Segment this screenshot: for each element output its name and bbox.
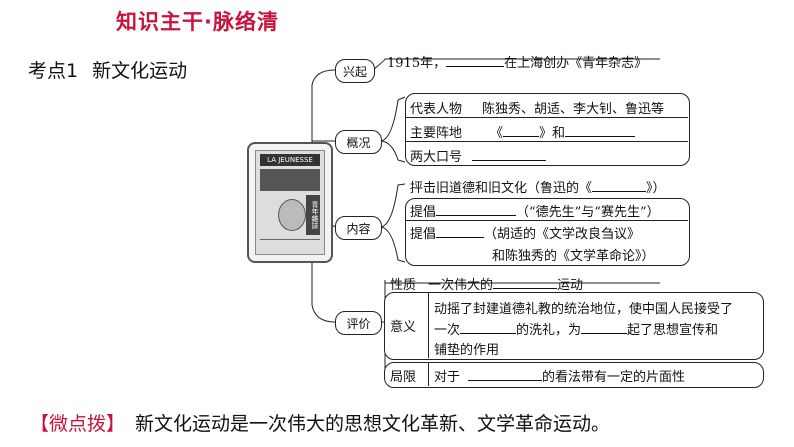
limit-pre: 对于 [434,370,461,385]
promote1-blank [436,203,517,216]
limit-post: 的看法带有一定的片面性 [542,370,686,385]
meaning-blank-1 [460,321,517,334]
meaning-c: 起了思想宣传和 [627,323,719,338]
limit-row: 对于 的看法带有一定的片面性 [434,366,685,385]
meaning-blank-2 [581,321,628,334]
base-open: 《 [490,126,504,141]
meaning-line1: 动摇了封建道德礼教的统治地位，使中国人民接受了 [434,302,734,317]
meaning-box [384,292,764,360]
promote1-text: （“德先生”与“赛先生”） [516,205,660,220]
nature-post: 运动 [557,278,584,293]
base-close: 》和 [539,126,566,141]
magazine-cover-image: LA JEUNESSE 青年雜誌 [247,142,333,263]
node-overview: 概况 [335,130,382,154]
meaning-line2: 一次 的洗礼，为 起了思想宣传和 [434,319,718,338]
rise-row: 1915年， 在上海创办《青年杂志》 [387,52,647,71]
divider [405,220,688,221]
content-promote2-line2: 和陈独秀的《文学革命论》） [492,249,655,264]
meaning-line3: 铺垫的作用 [434,343,500,358]
nature-label: 性质 [390,278,417,293]
divider [428,362,429,386]
divider [405,141,688,142]
attack-text: 抨击旧道德和旧文化（鲁迅的《 [410,181,593,196]
content-attack-row: 抨击旧道德和旧文化（鲁迅的《 》） [410,177,666,196]
content-promote2-row: 提倡 （胡适的《文学改良刍议》 [410,223,640,242]
base-label: 主要阵地 [410,126,463,141]
limit-box [384,362,764,388]
divider [428,292,429,358]
people-value: 陈独秀、胡适、李大钊、鲁迅等 [482,102,665,117]
attack-end: 》） [646,181,666,196]
cover-vertical-title: 青年雜誌 [306,195,320,235]
limit-blank [468,368,543,381]
rise-prefix: 1915年， [387,56,447,71]
tip-tag: 【微点拨】 [30,413,126,435]
content-promote1-row: 提倡 （“德先生”与“赛先生”） [410,201,660,220]
attack-blank [592,179,647,192]
promote1-label: 提倡 [410,205,437,220]
divider [405,117,688,118]
people-label: 代表人物 [410,102,463,117]
cover-banner: LA JEUNESSE [260,154,320,166]
nature-pre: 一次伟大的 [428,278,494,293]
topic-number: 考点1 [28,60,79,82]
node-content: 内容 [335,216,382,240]
base-blank-1 [503,124,540,137]
meaning-label: 意义 [390,320,417,335]
meaning-a: 一次 [434,323,461,338]
topic-name: 新文化运动 [92,60,188,82]
promote2-blank [436,225,485,238]
nature-blank [493,276,558,289]
nature-row: 性质一次伟大的 运动 [390,274,583,293]
micro-tip: 【微点拨】新文化运动是一次伟大的思想文化革新、文学革命运动。 [30,409,610,436]
rise-blank [446,54,505,67]
slogan-blank [472,148,547,161]
slogan-label: 两大口号 [410,150,463,165]
promote-box [405,198,690,266]
portrait-medallion [278,199,306,231]
overview-people-row: 代表人物 陈独秀、胡适、李大钊、鲁迅等 [410,98,664,117]
meaning-b: 的洗礼，为 [516,323,582,338]
promote2-text: （胡适的《文学改良刍议》 [484,227,641,242]
overview-base-row: 主要阵地 《 》和 [410,122,636,141]
promote2-label: 提倡 [410,227,437,242]
node-rise: 兴起 [335,59,375,83]
base-blank-2 [565,124,636,137]
overview-slogan-row: 两大口号 [410,146,547,165]
overview-box [405,93,690,166]
rise-suffix: 在上海创办《青年杂志》 [504,56,648,71]
tip-text: 新文化运动是一次伟大的思想文化革新、文学革命运动。 [135,413,611,435]
limit-label: 局限 [390,370,417,385]
cover-photo-strip [260,169,320,191]
cover-footer [260,239,320,250]
node-evaluation: 评价 [335,311,382,335]
section-title: 知识主干·脉络清 [116,10,279,34]
topic-heading: 考点1 新文化运动 [28,56,187,83]
